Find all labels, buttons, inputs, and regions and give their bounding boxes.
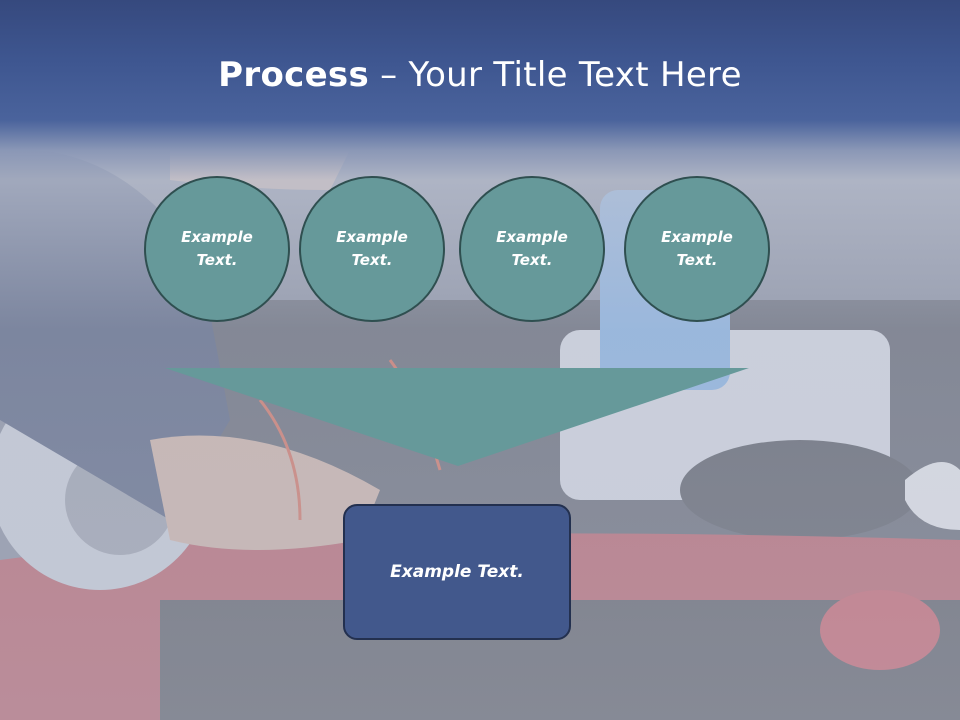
- title-rest: – Your Title Text Here: [369, 55, 742, 95]
- process-circle-3: Example Text.: [459, 176, 605, 322]
- title-bold: Process: [218, 55, 370, 95]
- slide-title: Process – Your Title Text Here: [0, 52, 960, 98]
- circle-label: Example Text.: [181, 228, 253, 269]
- result-box-label: Example Text.: [390, 562, 524, 582]
- process-circle-2: Example Text.: [299, 176, 445, 322]
- process-circle-4: Example Text.: [624, 176, 770, 322]
- result-box: Example Text.: [343, 504, 571, 640]
- process-circle-1: Example Text.: [144, 176, 290, 322]
- circle-label: Example Text.: [496, 228, 568, 269]
- circle-label: Example Text.: [336, 228, 408, 269]
- circle-label: Example Text.: [661, 228, 733, 269]
